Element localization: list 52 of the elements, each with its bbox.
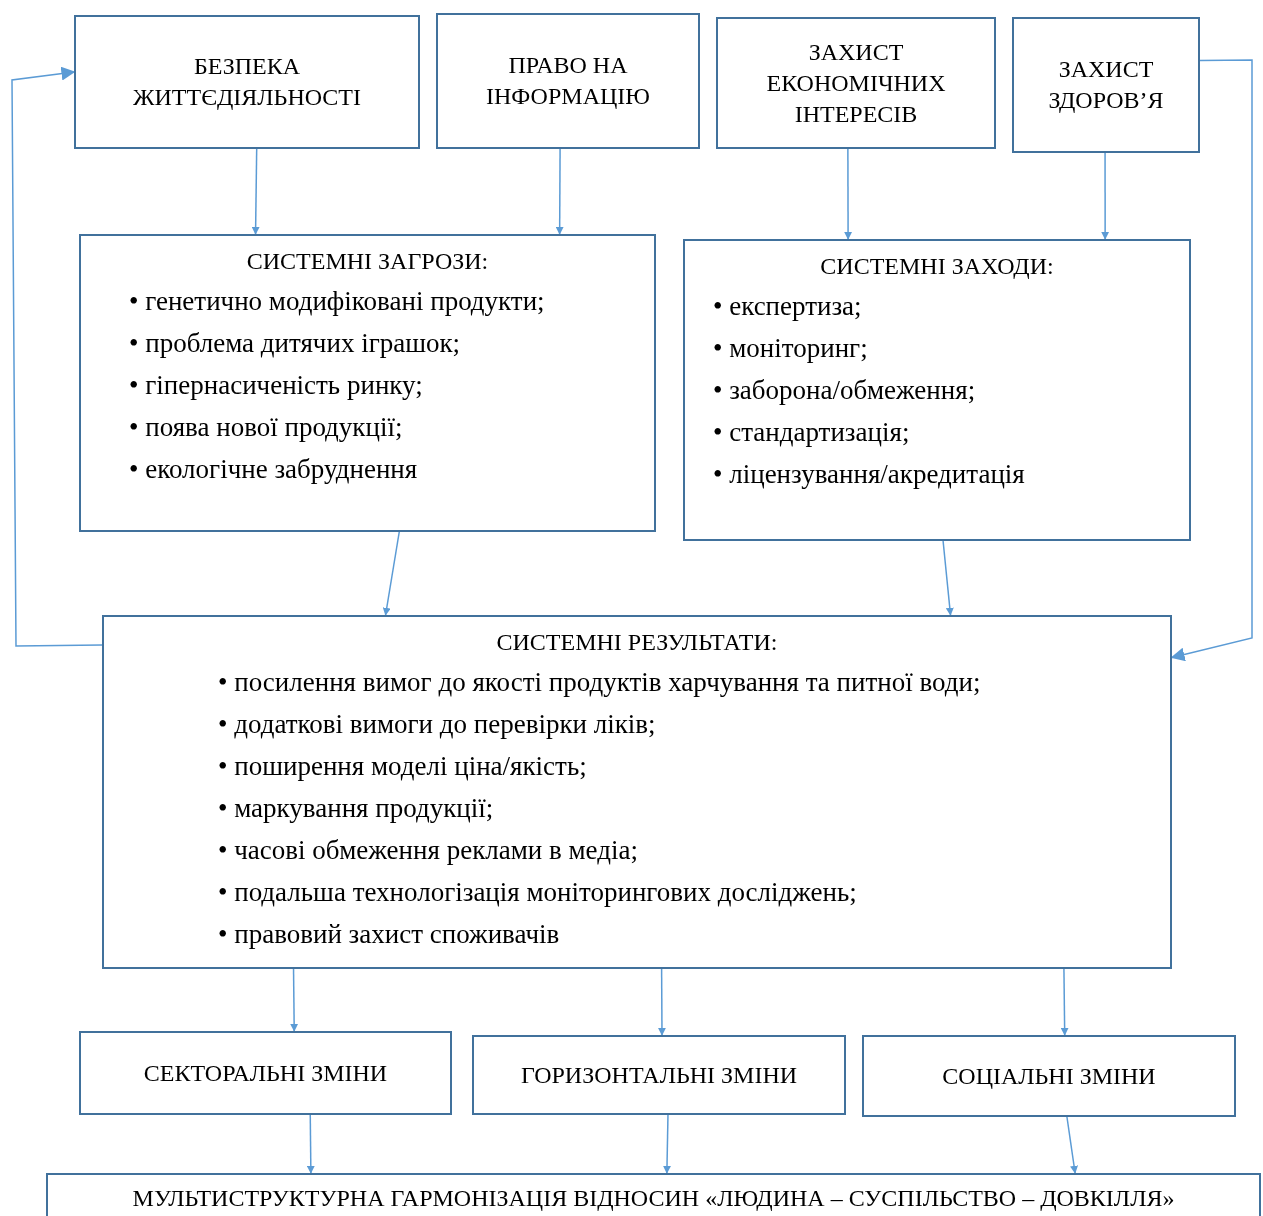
bullet-item: • поява нової продукції; — [129, 411, 404, 444]
arrow — [382, 531, 400, 616]
bullet-item: • правовий захист споживачів — [218, 918, 561, 951]
bullet-item: • моніторинг; — [713, 332, 869, 365]
box-label: ГОРИЗОНТАЛЬНІ ЗМІНИ — [520, 1060, 798, 1090]
process-box — [1012, 17, 1200, 153]
box-label: МУЛЬТИСТРУКТУРНА ГАРМОНІЗАЦІЯ ВІДНОСИН «ЛЮДИНА – СУСПІЛЬСТВО – ДОВКІЛЛЯ» — [132, 1183, 1175, 1213]
arrow — [663, 1114, 671, 1174]
bullet-item: • гіпернасиченість ринку; — [129, 369, 424, 402]
process-box — [102, 615, 1172, 969]
arrow — [1060, 968, 1069, 1036]
box-label: СЕКТОРАЛЬНІ ЗМІНИ — [143, 1058, 388, 1088]
bullet-item: • маркування продукції; — [218, 792, 495, 825]
bullet-item: • генетично модифіковані продукти; — [129, 285, 546, 318]
box-label: ПРАВО НА ІНФОРМАЦІЮ — [485, 51, 651, 111]
bullet-item: • поширення моделі ціна/якість; — [218, 750, 588, 783]
arrow — [844, 148, 853, 240]
arrow — [555, 148, 564, 235]
bullet-item: • заборона/обмеження; — [713, 374, 977, 407]
bullet-item: • ліцензування/акредитація — [713, 458, 1026, 491]
bullet-item: • подальша технологізація моніторингових досліджень; — [218, 876, 858, 909]
arrow — [1066, 1116, 1079, 1174]
box-label: ЗАХИСТ ЕКОНОМІЧНИХ ІНТЕРЕСІВ — [765, 37, 947, 129]
bullet-item: • додаткові вимоги до перевірки ліків; — [218, 708, 657, 741]
process-box — [716, 17, 996, 149]
bullet-item: • екологічне забруднення — [129, 453, 419, 486]
arrow — [657, 968, 666, 1036]
box-title: СИСТЕМНІ РЕЗУЛЬТАТИ: — [495, 628, 779, 657]
process-box — [79, 1031, 452, 1115]
box-label: БЕЗПЕКА ЖИТТЄДІЯЛЬНОСТІ — [131, 52, 362, 112]
bullet-item: • посилення вимог до якості продуктів харчування та питної води; — [218, 666, 982, 699]
arrow — [11, 66, 103, 647]
process-box — [436, 13, 700, 149]
bullet-item: • експертиза; — [713, 290, 863, 323]
arrow — [251, 148, 260, 235]
bullet-item: • стандартизація; — [713, 416, 911, 449]
process-box — [472, 1035, 846, 1115]
process-box — [683, 239, 1191, 541]
box-title: СИСТЕМНІ ЗАХОДИ: — [819, 252, 1055, 281]
process-box — [862, 1035, 1236, 1117]
process-box — [79, 234, 656, 532]
arrow — [306, 1114, 315, 1174]
bullet-item: • часові обмеження реклами в медіа; — [218, 834, 639, 867]
box-label: СОЦІАЛЬНІ ЗМІНИ — [942, 1061, 1156, 1091]
arrow — [942, 540, 954, 616]
box-title: СИСТЕМНІ ЗАГРОЗИ: — [245, 247, 490, 276]
box-label: ЗАХИСТ ЗДОРОВ’Я — [1047, 55, 1165, 115]
process-box — [74, 15, 420, 149]
arrow — [290, 968, 299, 1032]
bullet-item: • проблема дитячих іграшок; — [129, 327, 462, 360]
arrow — [1101, 152, 1110, 240]
process-box — [46, 1173, 1261, 1216]
